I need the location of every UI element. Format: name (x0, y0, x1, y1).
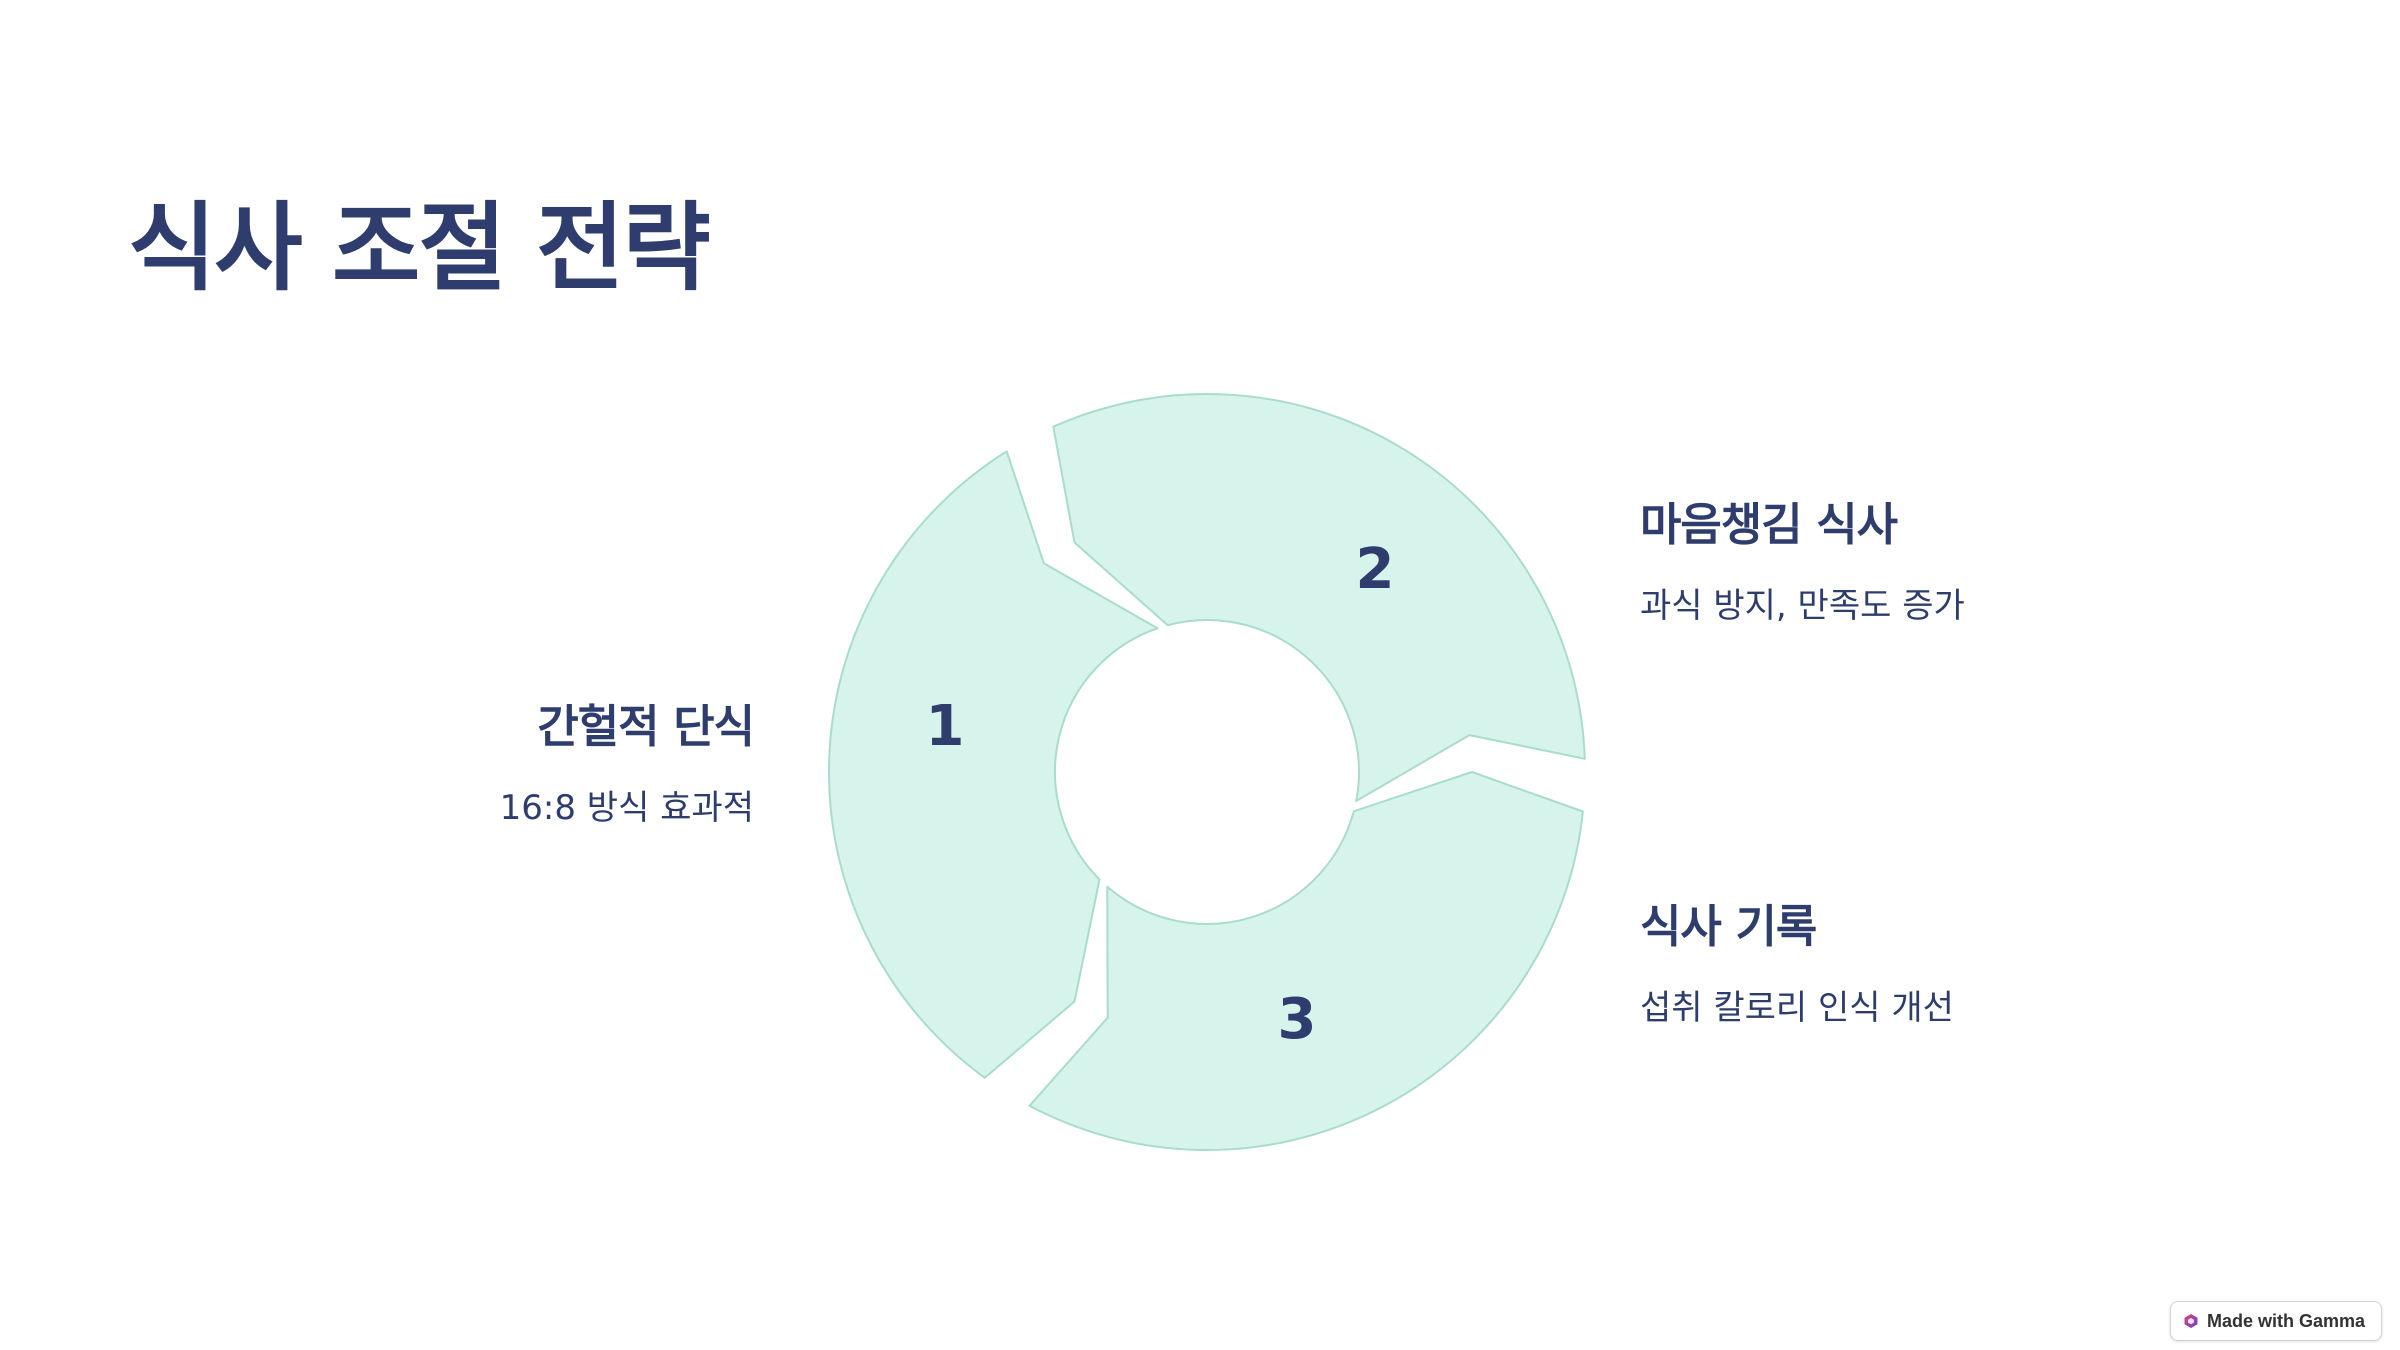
step-title: 간헐적 단식 (537, 700, 755, 753)
step-food-log: 식사 기록 섭취 칼로리 인식 개선 (1640, 900, 2200, 1029)
cycle-segment-2 (1028, 771, 1584, 1151)
segment-number-2: 2 (1356, 537, 1395, 602)
badge-label: Made with Gamma (2206, 1310, 2365, 1331)
segment-number-3: 3 (1278, 987, 1317, 1052)
gamma-logo-icon (2184, 1314, 2198, 1328)
step-mindful-eating: 마음챙김 식사 과식 방지, 만족도 증가 (1640, 498, 2200, 627)
cycle-segments (827, 393, 1586, 1151)
step-description: 과식 방지, 만족도 증가 (1640, 586, 1965, 626)
made-with-gamma-badge[interactable]: Made with Gamma (2169, 1301, 2382, 1341)
cycle-segment-3 (827, 450, 1159, 1079)
step-title: 마음챙김 식사 (1640, 498, 1898, 551)
cycle-segment-1 (1052, 393, 1586, 802)
step-description: 섭취 칼로리 인식 개선 (1640, 988, 1954, 1028)
segment-number-1: 1 (926, 694, 965, 759)
step-intermittent-fasting: 간헐적 단식 16:8 방식 효과적 (194, 700, 755, 829)
step-title: 식사 기록 (1640, 900, 1817, 953)
slide-title: 식사 조절 전략 (128, 192, 711, 304)
step-description: 16:8 방식 효과적 (499, 788, 754, 828)
